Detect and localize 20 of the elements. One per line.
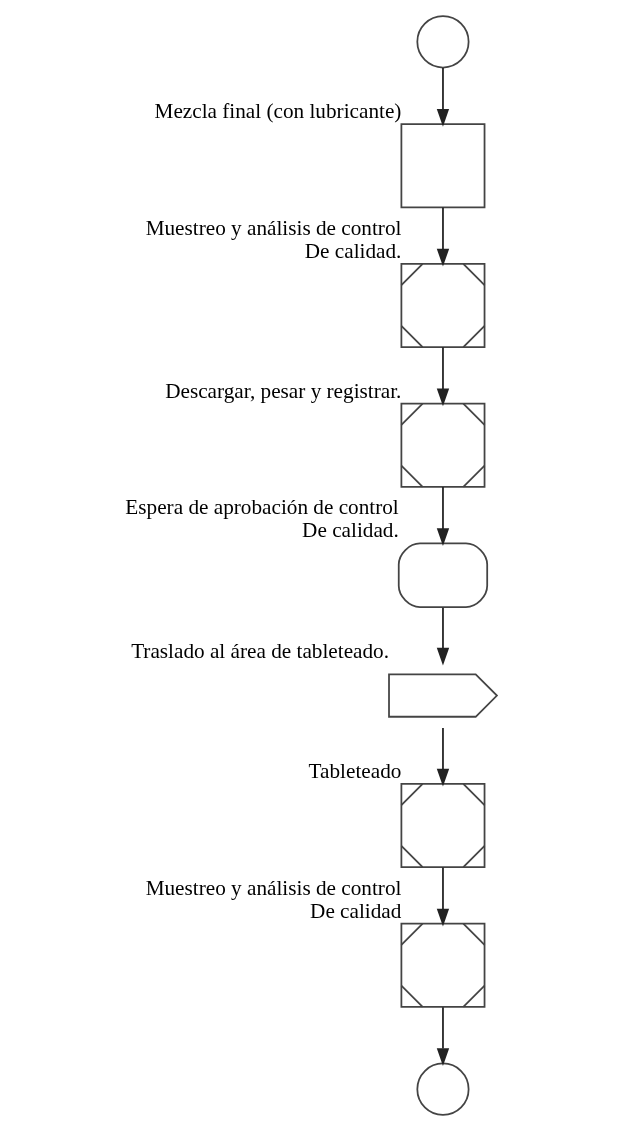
arrow <box>436 727 449 787</box>
node-label: Muestreo y análisis de control De calidad. <box>145 215 401 263</box>
arrow <box>436 346 449 407</box>
node-label: Muestreo y análisis de control De calidad <box>145 875 401 923</box>
arrow <box>436 206 449 267</box>
arrow <box>436 67 449 127</box>
node-label: Descargar, pesar y registrar. <box>164 378 401 403</box>
node-label: Traslado al área de tableteado. <box>130 638 389 663</box>
arrow <box>436 606 449 666</box>
node-delay <box>397 542 488 608</box>
node-box <box>400 123 485 209</box>
arrow <box>436 486 449 546</box>
node-circle <box>415 1062 469 1116</box>
node-arrow <box>387 673 498 718</box>
arrow <box>436 1006 449 1066</box>
node-label: Tableteado <box>308 758 401 783</box>
node-label: Mezcla final (con lubricante) <box>154 99 401 124</box>
node-circle <box>415 15 469 69</box>
arrow <box>436 866 449 927</box>
node-label: Espera de aprobación de control De calidad. <box>124 495 399 543</box>
